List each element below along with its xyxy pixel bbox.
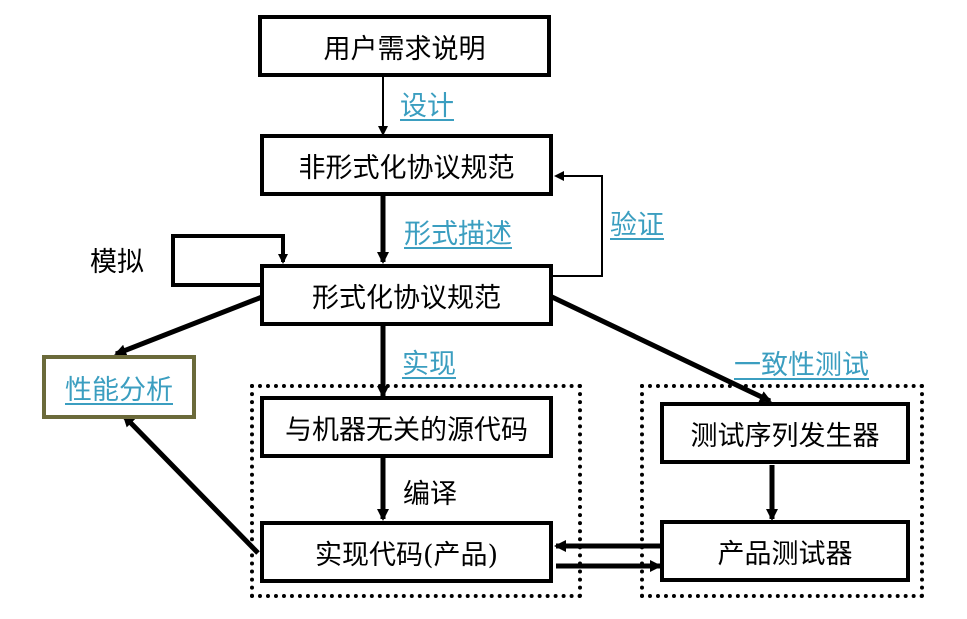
node-informal-spec[interactable]: 非形式化协议规范 — [260, 134, 553, 196]
arrow-conformance-testing — [550, 294, 772, 404]
edge-label-formal-description[interactable]: 形式描述 — [404, 219, 512, 250]
edge-label-compile: 编译 — [403, 479, 457, 510]
arrow-verification — [552, 171, 603, 277]
arrow-implementation-to-performance — [122, 414, 260, 555]
node-label: 与机器无关的源代码 — [285, 414, 528, 446]
node-label: 非形式化协议规范 — [298, 152, 515, 184]
node-label: 实现代码(产品) — [314, 539, 499, 571]
edge-label-design[interactable]: 设计 — [400, 91, 454, 122]
arrow-to-performance — [114, 294, 263, 357]
implementation-group — [250, 384, 582, 598]
edge-label-verification[interactable]: 验证 — [610, 210, 664, 241]
node-label-link[interactable]: 性能分析 — [65, 374, 173, 406]
node-machine-independent-source[interactable]: 与机器无关的源代码 — [260, 396, 553, 458]
node-test-sequence-generator[interactable]: 测试序列发生器 — [660, 402, 910, 464]
node-label: 用户需求说明 — [323, 33, 486, 65]
node-product-tester[interactable]: 产品测试器 — [660, 520, 910, 582]
testing-group — [640, 384, 924, 598]
edge-label-simulation: 模拟 — [90, 247, 144, 278]
node-label: 测试序列发生器 — [690, 420, 880, 452]
node-implementation-code[interactable]: 实现代码(产品) — [260, 521, 553, 583]
node-performance-analysis[interactable]: 性能分析 — [42, 355, 196, 419]
arrow-simulation — [171, 234, 288, 287]
node-label: 形式化协议规范 — [312, 282, 501, 314]
node-formal-spec[interactable]: 形式化协议规范 — [260, 264, 553, 326]
edge-label-conformance-testing[interactable]: 一致性测试 — [734, 350, 869, 381]
node-user-requirements[interactable]: 用户需求说明 — [258, 15, 551, 77]
node-label: 产品测试器 — [717, 538, 853, 570]
edge-label-implementation[interactable]: 实现 — [402, 349, 456, 380]
